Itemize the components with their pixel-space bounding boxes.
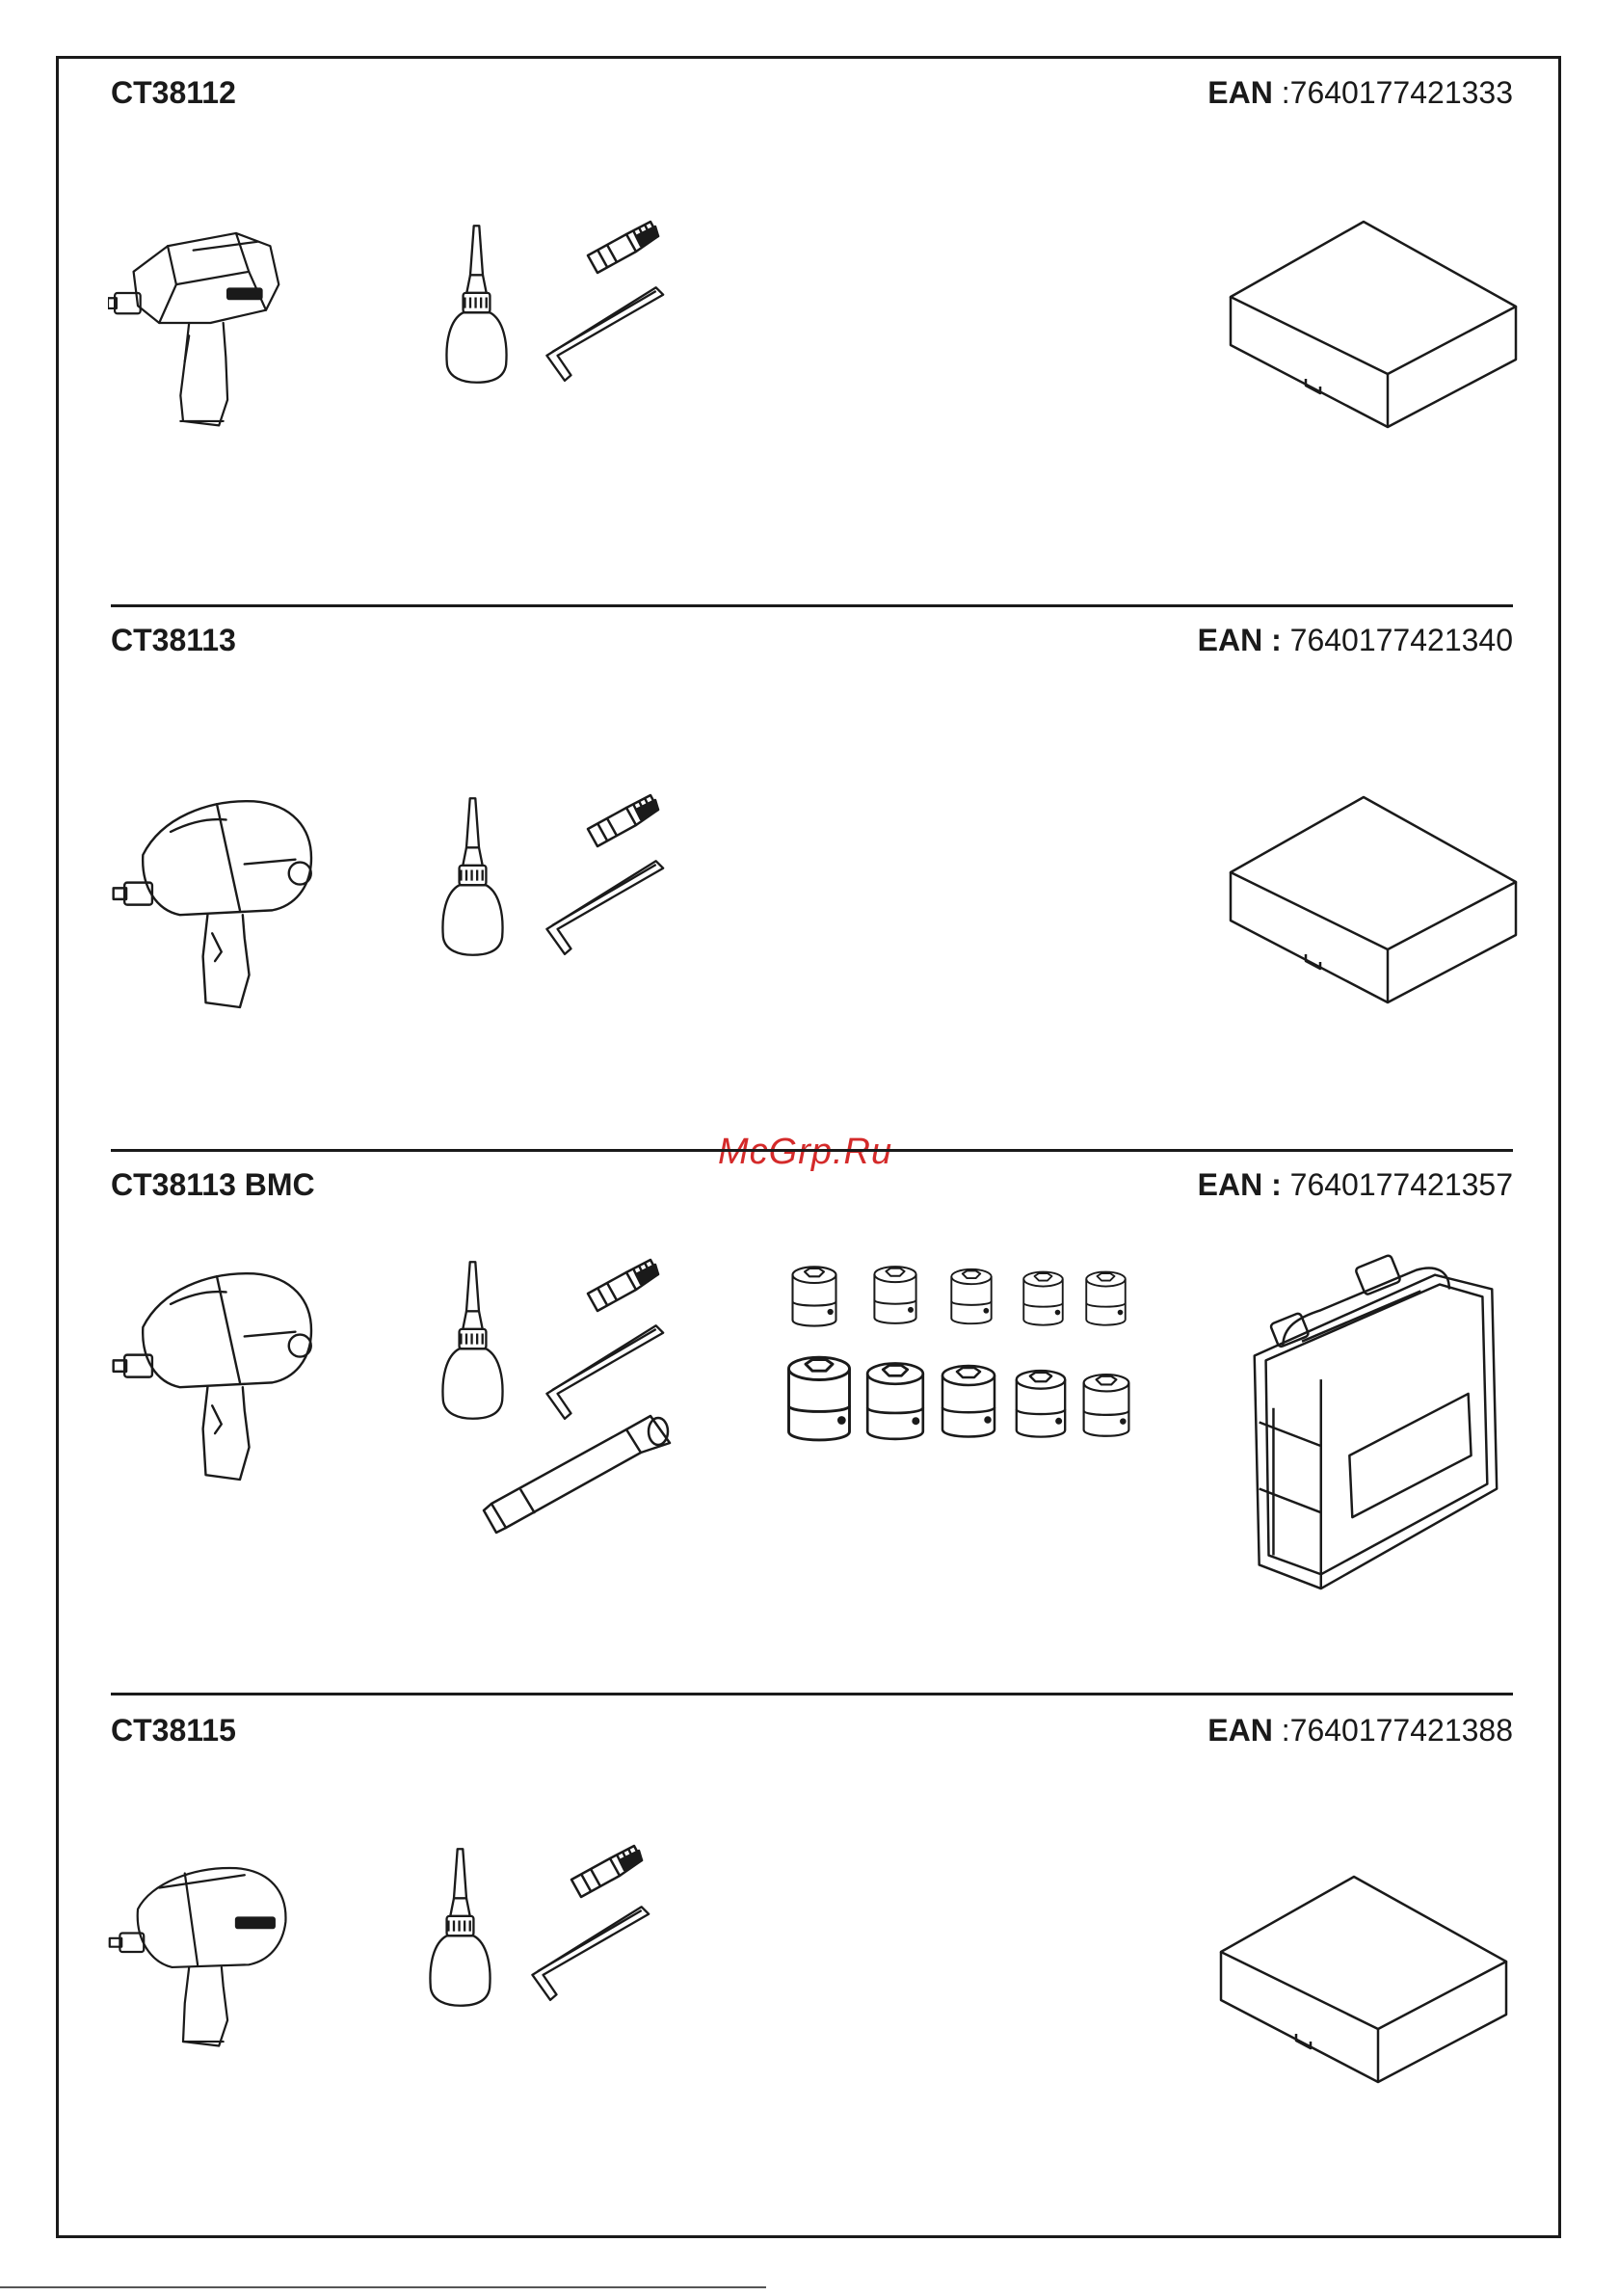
socket-illustration — [949, 1258, 994, 1337]
ean-separator: : — [1273, 75, 1290, 110]
socket-illustration — [785, 1354, 853, 1446]
socket-illustration — [940, 1359, 997, 1446]
ean-value: 7640177421333 — [1290, 75, 1513, 110]
ean-value: 7640177421340 — [1290, 623, 1513, 657]
hex-key-illustration — [540, 1322, 665, 1424]
air-coupler-illustration — [583, 1255, 660, 1322]
ean-value: 7640177421357 — [1290, 1167, 1513, 1202]
oil-bottle-illustration — [441, 1256, 504, 1425]
ean-separator: : — [1273, 1713, 1290, 1748]
impact-wrench-illustration — [108, 198, 296, 448]
ean-label: EAN : 7640177421340 — [1198, 625, 1513, 655]
page-bottom-rule — [0, 2286, 766, 2288]
product-code: CT38115 — [111, 1715, 236, 1746]
impact-wrench-illustration — [106, 781, 328, 1012]
oil-bottle-illustration — [445, 220, 508, 388]
section-divider — [111, 604, 1513, 607]
hex-key-illustration — [525, 1904, 650, 2005]
socket-illustration — [872, 1255, 918, 1337]
ean-label: EAN :7640177421333 — [1207, 77, 1513, 108]
extension-bar-illustration — [482, 1412, 675, 1537]
product-code: CT38113 BMC — [111, 1169, 315, 1200]
ean-separator — [1282, 623, 1290, 657]
watermark: McGrp.Ru — [718, 1132, 892, 1173]
hex-key-illustration — [540, 858, 665, 959]
product-code: CT38113 — [111, 625, 236, 655]
socket-illustration — [1021, 1261, 1065, 1338]
oil-bottle-illustration — [441, 792, 504, 961]
air-coupler-illustration — [583, 217, 660, 284]
ean-label: EAN : 7640177421357 — [1198, 1169, 1513, 1200]
air-coupler-illustration — [567, 1841, 644, 1909]
socket-illustration — [790, 1255, 838, 1340]
product-code: CT38112 — [111, 77, 236, 108]
hex-key-illustration — [540, 284, 665, 386]
air-coupler-illustration — [583, 790, 660, 858]
socket-illustration — [1014, 1364, 1068, 1446]
socket-illustration — [1084, 1261, 1127, 1338]
section-divider — [111, 1693, 1513, 1695]
oil-bottle-illustration — [429, 1843, 491, 2012]
ean-label-text: EAN : — [1198, 623, 1282, 657]
ean-label: EAN :7640177421388 — [1207, 1715, 1513, 1746]
impact-wrench-illustration — [106, 1253, 328, 1484]
ean-label-text: EAN — [1207, 1713, 1273, 1748]
impact-wrench-illustration — [108, 1836, 296, 2068]
storage-box-illustration — [1229, 220, 1518, 432]
ean-label-text: EAN — [1207, 75, 1273, 110]
socket-illustration — [1081, 1367, 1131, 1446]
ean-value: 7640177421388 — [1290, 1713, 1513, 1748]
ean-separator — [1282, 1167, 1290, 1202]
section-divider — [111, 1149, 1513, 1152]
ean-label-text: EAN : — [1198, 1167, 1282, 1202]
storage-box-illustration — [1219, 1875, 1508, 2087]
storage-box-illustration — [1229, 795, 1518, 1007]
socket-illustration — [864, 1359, 926, 1446]
carry-case-illustration — [1243, 1251, 1503, 1593]
